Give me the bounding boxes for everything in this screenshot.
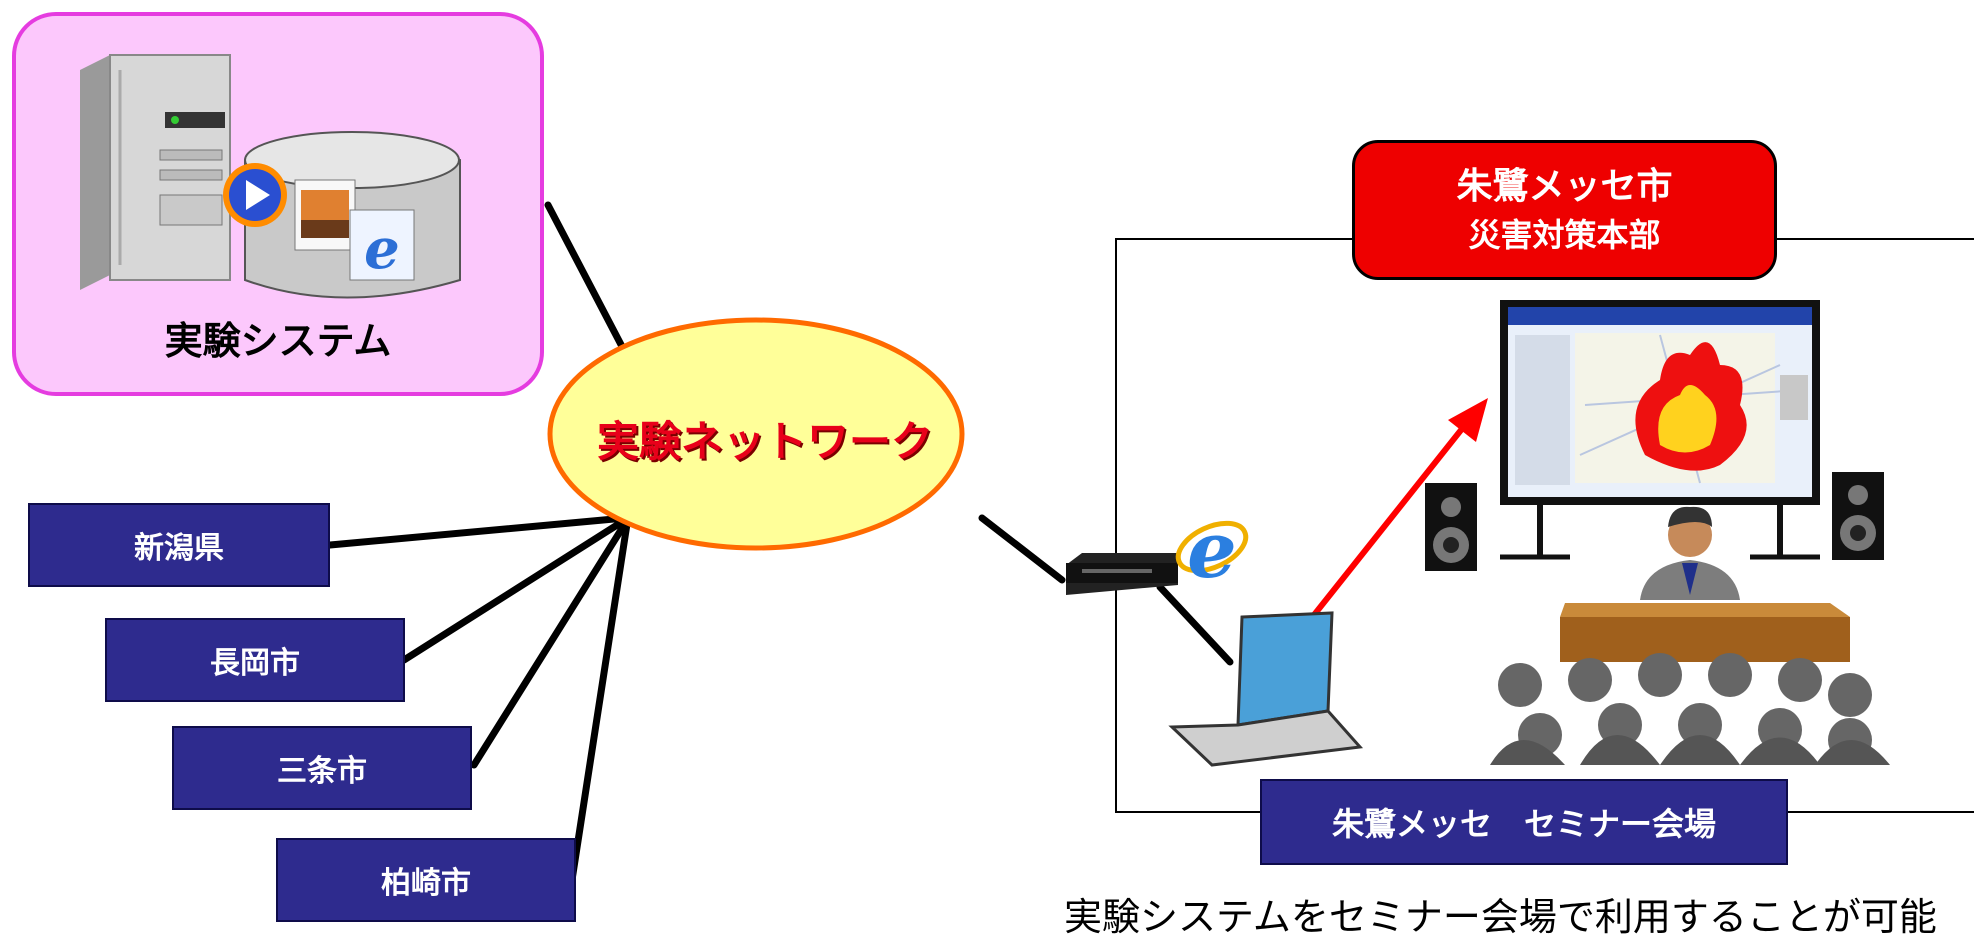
server-icon xyxy=(80,54,231,290)
caption-text: 実験システムをセミナー会場で利用することが可能 xyxy=(1064,895,1937,939)
seminar-illustration: e xyxy=(1066,300,1890,767)
venue-label: 朱鷺メッセ セミナー会場 xyxy=(1260,779,1788,865)
network-label: 実験ネットワーク xyxy=(596,417,933,466)
client-box-nagaoka: 長岡市 xyxy=(105,618,405,702)
desk xyxy=(1560,603,1850,662)
client-box-sanjo: 三条市 xyxy=(172,726,472,810)
link-niigata xyxy=(326,514,629,549)
svg-text:e: e xyxy=(1187,505,1237,596)
speaker-icon xyxy=(1425,483,1477,571)
image-file-icon xyxy=(294,179,356,251)
experiment-system-label: 実験システム xyxy=(164,319,392,363)
hq-box: 朱鷺メッセ市 災害対策本部 xyxy=(1352,140,1777,280)
network-ellipse xyxy=(547,317,965,551)
server-and-db-illustration: e xyxy=(80,54,461,299)
projection-arrow xyxy=(1307,398,1488,622)
network-links xyxy=(326,201,1234,884)
svg-text:e: e xyxy=(364,216,400,282)
internet-explorer-icon: e xyxy=(1175,505,1249,596)
link-kashiwazaki xyxy=(568,520,631,884)
media-player-icon xyxy=(223,163,287,227)
link-sanjo xyxy=(470,518,630,769)
laptop-icon xyxy=(1168,611,1364,767)
network-hub-icon xyxy=(1066,553,1178,595)
large-display-icon xyxy=(1500,300,1820,560)
hq-title: 朱鷺メッセ市 xyxy=(1456,166,1673,207)
speaker-icon xyxy=(1832,472,1884,560)
hq-subtitle: 災害対策本部 xyxy=(1468,216,1661,254)
presenter-icon xyxy=(1640,506,1740,600)
link-nagaoka xyxy=(400,516,629,664)
link-system xyxy=(544,201,632,362)
link-laptop xyxy=(1156,583,1234,666)
client-box-kashiwazaki: 柏崎市 xyxy=(276,838,576,922)
fire-icon xyxy=(1635,342,1747,471)
internet-explorer-icon: e xyxy=(349,209,415,282)
audience-icon xyxy=(1490,653,1890,765)
client-box-niigata: 新潟県 xyxy=(28,503,330,587)
link-venue xyxy=(978,514,1066,584)
